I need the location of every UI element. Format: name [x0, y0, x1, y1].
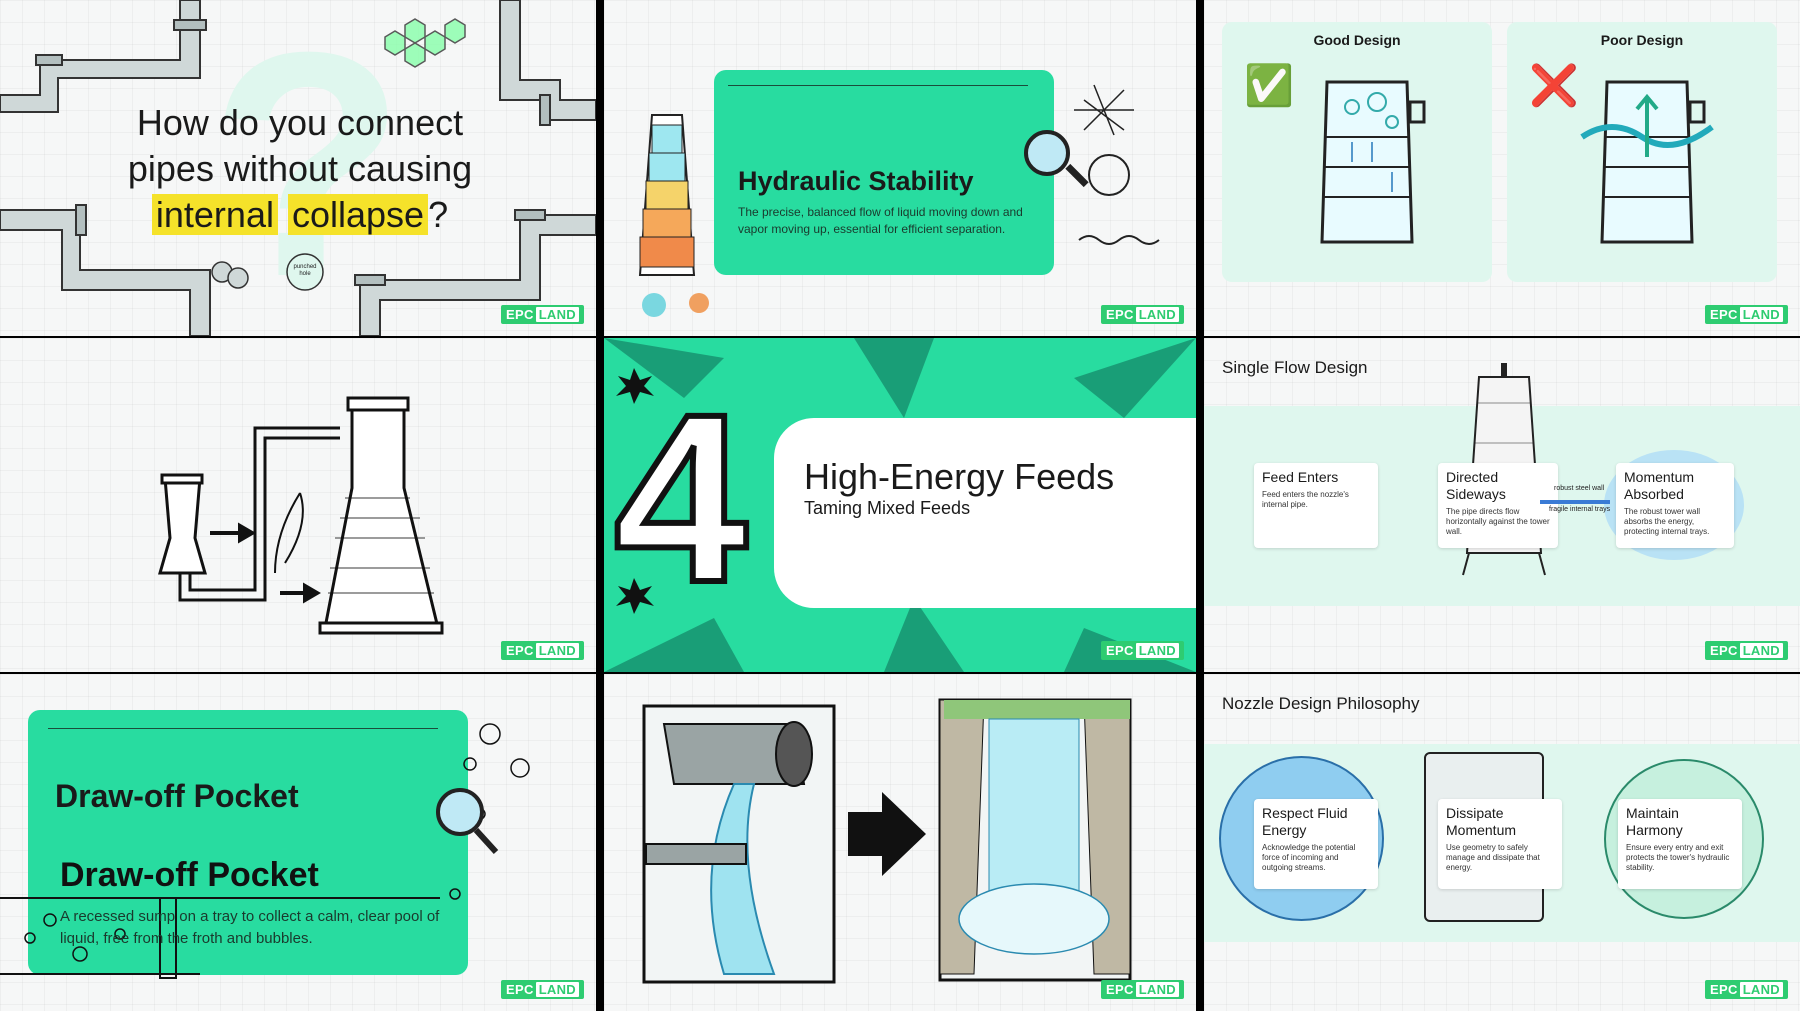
section-subtitle: Taming Mixed Feeds: [804, 498, 971, 518]
philosophy-card-harmony: Maintain Harmony Ensure every entry and …: [1618, 799, 1742, 889]
flow-card-directed-sideways: Directed Sideways The pipe directs flow …: [1438, 463, 1558, 548]
flow-card-body: Feed enters the nozzle's internal pipe.: [1262, 490, 1349, 509]
draw-off-body: A recessed sump on a tray to collect a c…: [60, 908, 440, 947]
highlight-collapse: collapse: [287, 194, 429, 235]
magnifier-icon: [1024, 130, 1070, 176]
philosophy-card-respect: Respect Fluid Energy Acknowledge the pot…: [1254, 799, 1378, 889]
slide-single-flow-design[interactable]: Single Flow Design Feed Enters Feed ente…: [1204, 338, 1800, 672]
title-panel: [774, 418, 1196, 608]
flow-card-feed-enters: Feed Enters Feed enters the nozzle's int…: [1254, 463, 1378, 548]
draw-off-title-overlay: Draw-off Pocket: [60, 856, 319, 894]
title-line-2: pipes without causing: [127, 148, 473, 189]
slide-nozzle-design-philosophy[interactable]: Nozzle Design Philosophy Respect Fluid E…: [1204, 674, 1800, 1011]
connect-question-title: How do you connect pipes without causing…: [60, 100, 540, 238]
flow-card-title: Directed Sideways: [1446, 469, 1506, 502]
highlight-internal: internal: [151, 194, 278, 235]
slide-draw-off-pocket[interactable]: Draw-off Pocket Draw-off Pocket A recess…: [0, 674, 596, 1011]
title-line-3: internal collapse?: [60, 192, 540, 238]
poor-vessel-icon: [1580, 80, 1714, 244]
column-tower-icon: [638, 114, 709, 317]
poor-design-label: Poor Design: [1600, 32, 1684, 48]
flow-card-body: The pipe directs flow horizontally again…: [1446, 507, 1550, 536]
card-divider: [48, 728, 438, 729]
good-vessel-icon: [1320, 80, 1426, 244]
good-design-panel: Good Design ✅: [1222, 22, 1492, 282]
hydraulic-title: Hydraulic Stability: [738, 166, 974, 196]
nozzle-philosophy-title: Nozzle Design Philosophy: [1222, 694, 1420, 713]
vessel-sketch-illustration: [158, 396, 444, 635]
draw-off-card: Draw-off Pocket: [28, 710, 468, 975]
cross-icon: ❌: [1529, 64, 1579, 108]
draw-off-title: Draw-off Pocket: [55, 778, 299, 814]
pipe-to-waterfall-illustration: [642, 698, 1132, 984]
flow-arrow-left: [1540, 500, 1610, 504]
card-divider: [728, 85, 1028, 86]
label-robust-wall: robust steel wall: [1554, 485, 1605, 492]
hydraulic-body: The precise, balanced flow of liquid mov…: [738, 205, 1023, 236]
slide-connect-pipes[interactable]: ?: [0, 0, 596, 336]
flow-card-title: Momentum Absorbed: [1624, 469, 1695, 502]
scribble-decor: [1074, 84, 1160, 245]
flow-card-title: Feed Enters: [1262, 469, 1339, 485]
philosophy-card-title: Dissipate Momentum: [1446, 805, 1517, 838]
philosophy-card-body: Use geometry to safely manage and dissip…: [1446, 843, 1540, 872]
philosophy-card-dissipate: Dissipate Momentum Use geometry to safel…: [1438, 799, 1562, 889]
poor-design-panel: Poor Design ❌: [1507, 22, 1777, 282]
check-icon: ✅: [1244, 64, 1294, 108]
question-tail: ?: [428, 194, 449, 235]
philosophy-card-title: Respect Fluid Energy: [1262, 805, 1348, 838]
label-fragile-trays: fragile internal trays: [1549, 506, 1611, 513]
pipes-illustration: [0, 0, 596, 336]
single-flow-title: Single Flow Design: [1222, 358, 1368, 377]
hydraulic-card: Hydraulic Stability The precise, balance…: [714, 70, 1054, 275]
pocket-sketch-overlay: [0, 723, 530, 979]
punched-hole-tag: punched hole: [293, 264, 317, 277]
title-line-1: How do you connect: [136, 102, 464, 143]
section-title: High-Energy Feeds: [804, 456, 1115, 497]
good-design-label: Good Design: [1313, 32, 1401, 48]
philosophy-card-body: Ensure every entry and exit protects the…: [1626, 843, 1730, 872]
flow-card-momentum-absorbed: Momentum Absorbed The robust tower wall …: [1616, 463, 1734, 548]
philosophy-card-title: Maintain Harmony: [1626, 805, 1683, 838]
flow-card-body: The robust tower wall absorbs the energy…: [1624, 507, 1710, 536]
slide-high-energy-feeds[interactable]: 4 High-Energy Feeds Taming Mixed Feeds E…: [604, 338, 1196, 672]
section-number: 4: [611, 364, 751, 632]
philosophy-card-body: Acknowledge the potential force of incom…: [1262, 843, 1356, 872]
slide-hydraulic-stability[interactable]: Hydraulic Stability The precise, balance…: [604, 0, 1196, 336]
